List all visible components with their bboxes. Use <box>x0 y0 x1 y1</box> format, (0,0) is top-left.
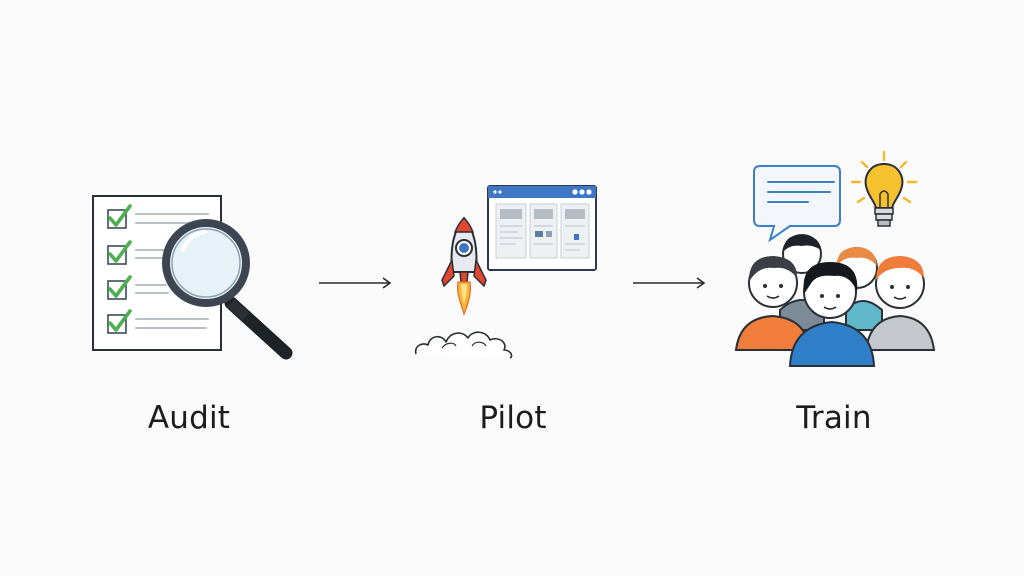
person-left-icon <box>734 256 812 351</box>
step-label-audit: Audit <box>147 400 231 436</box>
team-training-icon <box>734 150 936 367</box>
arrow-1-icon <box>319 277 392 289</box>
arrow-2-icon <box>633 277 706 289</box>
rocket-icon <box>441 216 487 317</box>
person-front-center-icon <box>788 262 876 367</box>
speech-bubble-icon <box>753 165 841 243</box>
smoke-cloud-icon <box>414 331 513 359</box>
rocket-launch-icon <box>414 185 597 359</box>
browser-window-icon <box>487 185 597 271</box>
step-label-pilot: Pilot <box>479 400 547 436</box>
checklist-magnifier-icon <box>92 195 293 360</box>
person-right-icon <box>864 256 936 351</box>
lightbulb-icon <box>850 150 918 227</box>
step-label-train: Train <box>796 400 872 436</box>
